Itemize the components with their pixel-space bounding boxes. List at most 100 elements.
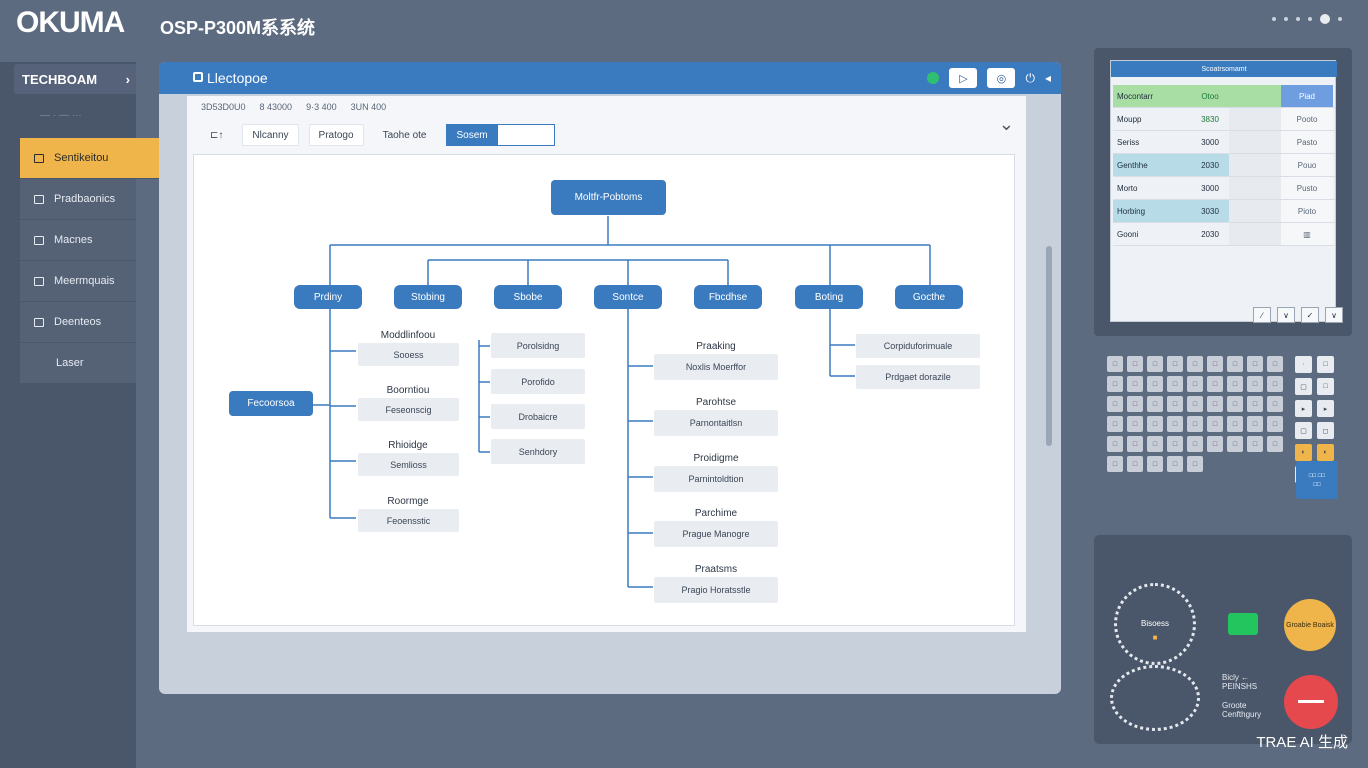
tab-0[interactable]: Nlcanny bbox=[242, 124, 299, 146]
branch-node-5[interactable]: Boting bbox=[795, 285, 863, 309]
sidebar-item-1[interactable]: Pradbaonics bbox=[20, 179, 136, 220]
keypad-key[interactable]: □ bbox=[1187, 356, 1203, 372]
leaf-node[interactable]: Feoensstic bbox=[358, 509, 459, 532]
cycle-start-button[interactable] bbox=[1228, 613, 1258, 635]
leaf-node[interactable]: Noxlis Moerffor bbox=[654, 354, 778, 380]
keypad-key[interactable]: □ bbox=[1247, 396, 1263, 412]
keypad-key[interactable]: □ bbox=[1207, 436, 1223, 452]
sidebar-item-4[interactable]: Deenteos bbox=[20, 302, 136, 343]
down-button[interactable]: ∨ bbox=[1277, 307, 1295, 323]
leaf-node[interactable]: Parnintoldtion bbox=[654, 466, 778, 492]
keypad-key[interactable]: □ bbox=[1147, 416, 1163, 432]
side-key[interactable]: ▢ bbox=[1295, 422, 1312, 439]
keypad-key[interactable]: □ bbox=[1167, 356, 1183, 372]
keypad-key[interactable]: □ bbox=[1227, 396, 1243, 412]
keypad-key[interactable]: □ bbox=[1127, 376, 1143, 392]
sidebar-item-0[interactable]: Sentikeitou bbox=[20, 138, 160, 179]
branch-node-0[interactable]: Prdiny bbox=[294, 285, 362, 309]
branch-node-2[interactable]: Sbobe bbox=[494, 285, 562, 309]
edit-button[interactable]: ∕ bbox=[1253, 307, 1271, 323]
leaf-node[interactable]: Porofido bbox=[491, 369, 585, 394]
indicator-dot-active[interactable] bbox=[1320, 14, 1330, 24]
play-button[interactable]: ▷ bbox=[949, 68, 978, 88]
leaf-node[interactable]: Prague Manogre bbox=[654, 521, 778, 547]
side-key[interactable]: · bbox=[1295, 356, 1312, 373]
vertical-scrollbar[interactable] bbox=[1046, 246, 1052, 446]
collapse-icon[interactable]: ◂ bbox=[1044, 71, 1051, 85]
side-key[interactable]: ▢ bbox=[1295, 378, 1312, 395]
keypad-key[interactable]: □ bbox=[1167, 376, 1183, 392]
emergency-stop-button[interactable] bbox=[1284, 675, 1338, 729]
keypad-key[interactable]: □ bbox=[1187, 456, 1203, 472]
keypad-key[interactable]: □ bbox=[1227, 416, 1243, 432]
side-key[interactable]: ▸ bbox=[1295, 400, 1312, 417]
keypad-key[interactable]: □ bbox=[1147, 396, 1163, 412]
branch-node-4[interactable]: Fbcdhse bbox=[694, 285, 762, 309]
keypad-key[interactable]: □ bbox=[1107, 416, 1123, 432]
leaf-node[interactable]: Sooess bbox=[358, 343, 459, 366]
confirm-button[interactable]: ✓ bbox=[1301, 307, 1319, 323]
expand-button[interactable]: ∨ bbox=[1325, 307, 1343, 323]
keypad-key[interactable]: □ bbox=[1167, 416, 1183, 432]
keypad-key[interactable]: □ bbox=[1207, 376, 1223, 392]
keypad-key[interactable]: □ bbox=[1227, 356, 1243, 372]
plug-icon[interactable]: ⏻ bbox=[1025, 70, 1035, 85]
enter-key[interactable]: □□ □□ □□ bbox=[1296, 461, 1338, 499]
side-key[interactable]: □ bbox=[1317, 356, 1334, 373]
root-node[interactable]: Moltfr-Pobtoms bbox=[551, 180, 666, 215]
branch-node-1[interactable]: Stobing bbox=[394, 285, 462, 309]
tab-icon[interactable]: ⊏↑ bbox=[210, 129, 224, 141]
keypad-key[interactable]: □ bbox=[1267, 416, 1283, 432]
keypad-key[interactable]: □ bbox=[1187, 436, 1203, 452]
side-key[interactable]: ◐ bbox=[1295, 444, 1312, 461]
keypad-key[interactable]: □ bbox=[1147, 436, 1163, 452]
keypad-key[interactable]: □ bbox=[1207, 356, 1223, 372]
leaf-node[interactable]: Senhdory bbox=[491, 439, 585, 464]
keypad-key[interactable]: □ bbox=[1267, 356, 1283, 372]
feed-hold-button[interactable]: Groabie Boaisk bbox=[1284, 599, 1336, 651]
keypad-key[interactable]: □ bbox=[1267, 436, 1283, 452]
keypad-key[interactable]: □ bbox=[1167, 396, 1183, 412]
leaf-node[interactable]: Pragio Horatsstle bbox=[654, 577, 778, 603]
keypad-key[interactable]: □ bbox=[1147, 356, 1163, 372]
keypad-key[interactable]: □ bbox=[1127, 356, 1143, 372]
keypad-key[interactable]: □ bbox=[1107, 436, 1123, 452]
keypad-key[interactable]: □ bbox=[1247, 356, 1263, 372]
keypad-key[interactable]: □ bbox=[1107, 356, 1123, 372]
keypad-key[interactable]: □ bbox=[1107, 456, 1123, 472]
sidebar-header[interactable]: TECHBOAM › bbox=[14, 64, 136, 94]
keypad-key[interactable]: □ bbox=[1127, 416, 1143, 432]
keypad-key[interactable]: □ bbox=[1267, 396, 1283, 412]
leaf-node[interactable]: Corpiduforimuale bbox=[856, 334, 980, 358]
chevron-down-icon[interactable]: ⌄ bbox=[998, 114, 1014, 134]
branch-node-3[interactable]: Sontce bbox=[594, 285, 662, 309]
keypad-key[interactable]: □ bbox=[1247, 436, 1263, 452]
keypad-key[interactable]: □ bbox=[1147, 376, 1163, 392]
search-button[interactable]: Sosem bbox=[446, 125, 498, 145]
keypad-key[interactable]: □ bbox=[1247, 416, 1263, 432]
keypad-key[interactable]: □ bbox=[1127, 436, 1143, 452]
leaf-node[interactable]: Semlioss bbox=[358, 453, 459, 476]
keypad-key[interactable]: □ bbox=[1187, 376, 1203, 392]
spindle-dial[interactable] bbox=[1110, 665, 1200, 731]
feed-dial[interactable] bbox=[1114, 583, 1196, 665]
keypad-key[interactable]: □ bbox=[1107, 376, 1123, 392]
stop-button[interactable]: ◎ bbox=[987, 68, 1016, 88]
tab-2[interactable]: Taohe ote bbox=[382, 129, 427, 141]
keypad-key[interactable]: □ bbox=[1107, 396, 1123, 412]
tab-1[interactable]: Pratogo bbox=[308, 124, 364, 146]
keypad-key[interactable]: □ bbox=[1247, 376, 1263, 392]
sidebar-item-5[interactable]: Laser bbox=[20, 343, 136, 384]
keypad-key[interactable]: □ bbox=[1207, 396, 1223, 412]
leaf-node[interactable]: Drobaicre bbox=[491, 404, 585, 429]
keypad-key[interactable]: □ bbox=[1267, 376, 1283, 392]
keypad-key[interactable]: □ bbox=[1127, 396, 1143, 412]
sidebar-item-3[interactable]: Meermquais bbox=[20, 261, 136, 302]
